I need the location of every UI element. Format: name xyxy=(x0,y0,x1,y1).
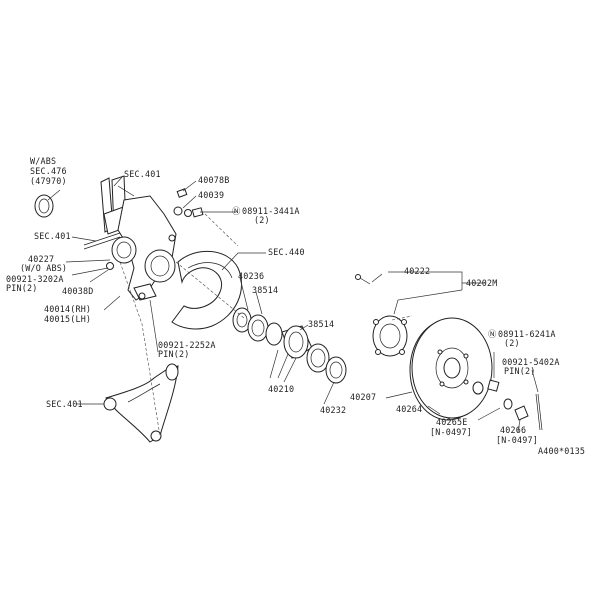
assembly-lines xyxy=(119,213,413,437)
label-sec-401-mid: SEC.401 xyxy=(34,231,71,241)
label-40038d: 40038D xyxy=(62,286,93,296)
label-40222: 40222 xyxy=(404,266,430,276)
label-sec-401-low: SEC.401 xyxy=(46,399,83,409)
label-n-mark-08911-3441a: Ⓝ xyxy=(232,206,241,216)
hub-bearing-stack xyxy=(232,307,347,384)
label-40207: 40207 xyxy=(350,392,376,402)
label-40039: 40039 xyxy=(198,190,224,200)
label-40014-rh: 40014(RH) xyxy=(44,304,91,314)
abs-sensor-ring xyxy=(34,194,54,218)
label-08911-6241a-qty: (2) xyxy=(504,338,520,348)
dust-shield xyxy=(171,250,243,330)
label-sec-476-ref: (47970) xyxy=(30,176,67,186)
label-00921-5402a: 00921-5402A xyxy=(502,357,560,367)
label-sec-476: SEC.476 xyxy=(30,166,67,176)
label-40266-range: [N-0497] xyxy=(496,435,538,445)
label-n-mark-08911-6241a: Ⓝ xyxy=(488,329,497,339)
callout-labels: W/ABS SEC.476 (47970) SEC.401 40078B 400… xyxy=(6,156,585,456)
label-40265e-range: [N-0497] xyxy=(430,427,472,437)
steering-knuckle xyxy=(111,195,177,301)
label-diagram-code: A400*0135 xyxy=(538,446,585,456)
wheel-hub xyxy=(355,274,408,357)
label-sec-401-top: SEC.401 xyxy=(124,169,161,179)
label-40078b: 40078B xyxy=(198,175,229,185)
label-08911-3441a-qty: (2) xyxy=(254,215,270,225)
label-sec-440: SEC.440 xyxy=(268,247,305,257)
label-40210: 40210 xyxy=(268,384,294,394)
brake-disc xyxy=(409,317,493,421)
knuckle-bolts xyxy=(83,232,146,300)
label-38514-top: 38514 xyxy=(252,285,278,295)
label-40227: 40227 xyxy=(28,254,54,264)
label-40264: 40264 xyxy=(396,404,422,414)
label-40232: 40232 xyxy=(320,405,346,415)
label-40236: 40236 xyxy=(238,271,264,281)
label-08911-6241a: 08911-6241A xyxy=(498,329,556,339)
label-00921-3202a-qty: PIN(2) xyxy=(6,283,37,293)
leader-lines xyxy=(47,175,539,433)
label-08911-3441a: 08911-3441A xyxy=(242,206,300,216)
small-bolts xyxy=(173,188,204,218)
label-40266: 40266 xyxy=(500,425,526,435)
label-40265e: 40265E xyxy=(436,417,467,427)
label-40015-lh: 40015(LH) xyxy=(44,314,91,324)
label-00921-3202a: 00921-3202A xyxy=(6,274,64,284)
label-38514-mid: 38514 xyxy=(308,319,334,329)
label-00921-2252a: 00921-2252A xyxy=(158,340,216,350)
label-40202m: 40202M xyxy=(466,278,497,288)
lower-control-arm xyxy=(103,363,179,443)
label-00921-5402a-qty: PIN(2) xyxy=(504,366,535,376)
label-w-abs: W/ABS xyxy=(30,156,56,166)
label-40227-note: (W/O ABS) xyxy=(20,263,67,273)
hub-nut-washer-pin xyxy=(472,379,543,431)
label-00921-2252a-qty: PIN(2) xyxy=(158,349,189,359)
